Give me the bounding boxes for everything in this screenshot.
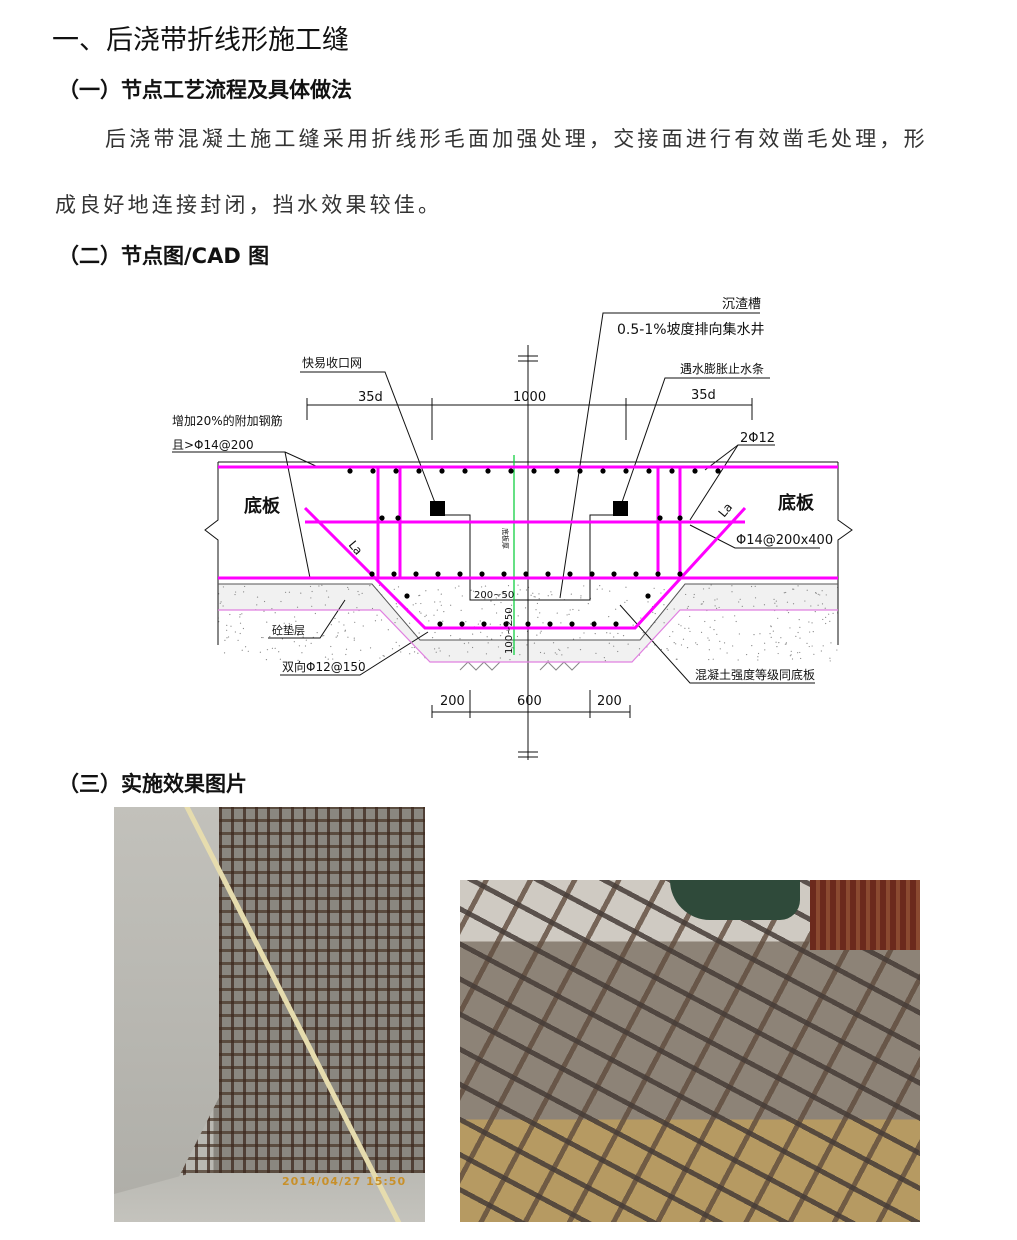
photo-rebar-joint-1: 2014/04/27 15:50	[114, 807, 425, 1222]
label-depth-1: 200~50	[474, 590, 514, 601]
photo-timestamp: 2014/04/27 15:50	[282, 1175, 406, 1188]
label-water-stop: 遇水膨胀止水条	[680, 362, 764, 376]
rebar-dot	[531, 468, 536, 473]
rebar-dot	[633, 571, 638, 576]
label-extra-rebar-1: 增加20%的附加钢筋	[172, 413, 283, 428]
slab-right-break	[838, 462, 852, 645]
rebar-dot	[600, 468, 605, 473]
rebar-dot	[413, 571, 418, 576]
rebar-dot	[569, 621, 574, 626]
rebar-dot	[481, 621, 486, 626]
rebar-dot	[416, 468, 421, 473]
rebar-dot	[657, 515, 662, 520]
rebar-dot	[437, 621, 442, 626]
rebar-dot	[669, 468, 674, 473]
ground-hatch	[460, 662, 580, 670]
rebar-dot	[611, 571, 616, 576]
rebar-dot	[462, 468, 467, 473]
rebar-dot	[435, 571, 440, 576]
rebar-dot	[457, 571, 462, 576]
label-mesh: 快易收口网	[302, 356, 362, 370]
label-cushion: 砼垫层	[272, 623, 305, 637]
dim-top-center: 1000	[513, 390, 546, 405]
label-slab-thickness: 底板厚	[501, 528, 510, 549]
rebar-dot	[692, 468, 697, 473]
cad-diagram: 沉渣槽 0.5-1%坡度排向集水井 快易收口网 遇水膨胀止水条 增加20%的附加…	[0, 0, 1017, 800]
dim-bottom-center: 600	[517, 694, 542, 709]
rebar-dot	[646, 468, 651, 473]
mesh-block-right	[613, 501, 628, 516]
rebar-dot	[623, 468, 628, 473]
label-slab-left: 底板	[244, 495, 281, 517]
rebar-dot	[391, 571, 396, 576]
dim-bottom-left: 200	[440, 694, 465, 709]
label-concrete-grade: 混凝土强度等级同底板	[695, 667, 815, 682]
label-extra-rebar-2: 且>Φ14@200	[172, 438, 254, 452]
label-la-right: La	[716, 500, 736, 520]
rebar-dot	[715, 468, 720, 473]
rebar-dot	[393, 468, 398, 473]
rebar-dot	[545, 571, 550, 576]
rebar-dot	[523, 571, 528, 576]
rebar-dot	[677, 515, 682, 520]
label-depth-2: 100~250	[504, 607, 515, 654]
dim-top-right: 35d	[691, 388, 716, 403]
label-bidirectional: 双向Φ12@150	[282, 659, 366, 674]
rebar-dot	[485, 468, 490, 473]
rebar-dot	[589, 571, 594, 576]
rebar-dot	[439, 468, 444, 473]
rebar-dot	[577, 468, 582, 473]
rebar-dot	[459, 621, 464, 626]
rebar-dot	[479, 571, 484, 576]
rebar-dot	[508, 468, 513, 473]
dim-top-left: 35d	[358, 390, 383, 405]
label-2-12: 2Φ12	[740, 431, 775, 446]
mesh-block-left	[430, 501, 445, 516]
rebar-dot	[404, 593, 409, 598]
rebar-dot	[645, 593, 650, 598]
rebar-dot	[677, 571, 682, 576]
label-slope: 0.5-1%坡度排向集水井	[617, 321, 765, 338]
rebar-dot	[525, 621, 530, 626]
rebar-dot	[369, 571, 374, 576]
rebar-dot	[370, 468, 375, 473]
dim-bottom-right: 200	[597, 694, 622, 709]
rebar-dot	[567, 571, 572, 576]
label-slab-right: 底板	[778, 492, 815, 514]
rebar-dot	[554, 468, 559, 473]
rebar-dot	[501, 571, 506, 576]
rebar-dot	[347, 468, 352, 473]
rebar-dot	[379, 515, 384, 520]
rebar-dot	[395, 515, 400, 520]
rebar-dot	[613, 621, 618, 626]
slab-left-break	[205, 462, 218, 645]
label-stirrup: Φ14@200x400	[736, 533, 833, 548]
label-la-left: La	[346, 538, 366, 558]
rebar-dot	[655, 571, 660, 576]
rebar-dot	[547, 621, 552, 626]
section-title-photos: （三）实施效果图片	[58, 768, 247, 798]
rebar-dot	[591, 621, 596, 626]
label-sediment-trough: 沉渣槽	[722, 297, 761, 312]
photo-rebar-joint-2	[460, 880, 920, 1222]
